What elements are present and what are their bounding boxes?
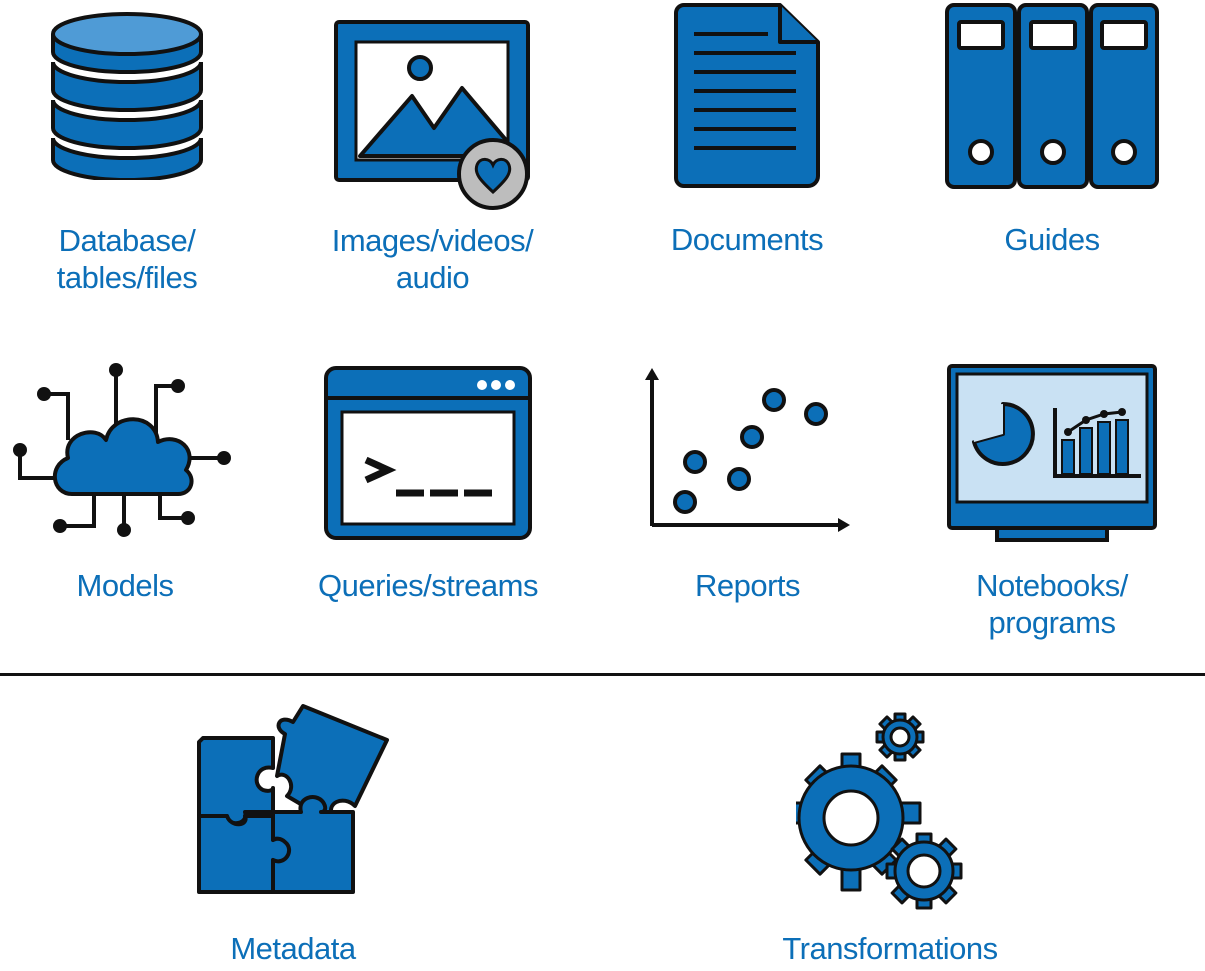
label-line: Queries/streams	[318, 568, 538, 603]
tile-transformations: Transformations	[782, 710, 998, 970]
bar-chart-icon	[1053, 408, 1141, 478]
label-reports: Reports	[588, 567, 908, 604]
label-documents: Documents	[587, 221, 907, 258]
label-line: Notebooks/	[976, 568, 1128, 603]
pie-chart-icon	[972, 402, 1035, 466]
tile-queries: Queries/streams	[318, 362, 538, 652]
tile-documents: Documents	[671, 2, 824, 292]
label-models: Models	[0, 567, 285, 604]
label-line: Models	[76, 568, 174, 603]
cloud-network-icon	[13, 363, 231, 537]
scatter-plot-icon	[645, 368, 850, 532]
label-line: programs	[988, 605, 1116, 640]
label-line: Reports	[694, 568, 801, 603]
tile-notebooks: Notebooks/ programs	[945, 362, 1159, 652]
tile-images: Images/videos/ audio	[330, 10, 535, 300]
database-icon	[51, 12, 203, 180]
label-line: Database/	[58, 223, 196, 258]
document-icon	[674, 3, 820, 188]
label-line: Metadata	[230, 931, 356, 966]
binders-icon	[945, 3, 1159, 189]
terminal-window-icon	[324, 366, 532, 540]
tile-reports: Reports	[640, 366, 855, 656]
image-icon	[334, 20, 530, 210]
tile-guides: Guides	[943, 2, 1161, 292]
label-line: Transformations	[782, 931, 998, 966]
label-line: audio	[395, 260, 470, 295]
label-line: Guides	[1004, 222, 1100, 257]
label-notebooks: Notebooks/ programs	[892, 567, 1205, 641]
label-transformations: Transformations	[730, 930, 1050, 967]
small-gear-icon	[875, 712, 925, 762]
label-line: tables/files	[56, 260, 198, 295]
label-queries: Queries/streams	[268, 567, 588, 604]
label-line: Images/videos/	[331, 223, 534, 258]
label-database: Database/ tables/files	[0, 222, 287, 296]
window-dots-icon	[477, 380, 515, 390]
tile-models: Models	[10, 362, 240, 652]
monitor-dashboard-icon	[947, 364, 1157, 542]
label-metadata: Metadata	[133, 930, 453, 967]
label-guides: Guides	[892, 221, 1205, 258]
label-images: Images/videos/ audio	[273, 222, 593, 296]
tile-database: Database/ tables/files	[47, 10, 207, 300]
medium-gear-icon	[885, 832, 963, 910]
puzzle-icon	[197, 704, 389, 894]
tile-metadata: Metadata	[193, 700, 393, 970]
section-divider	[0, 673, 1205, 676]
label-line: Documents	[670, 222, 824, 257]
gears-icon	[796, 712, 963, 910]
